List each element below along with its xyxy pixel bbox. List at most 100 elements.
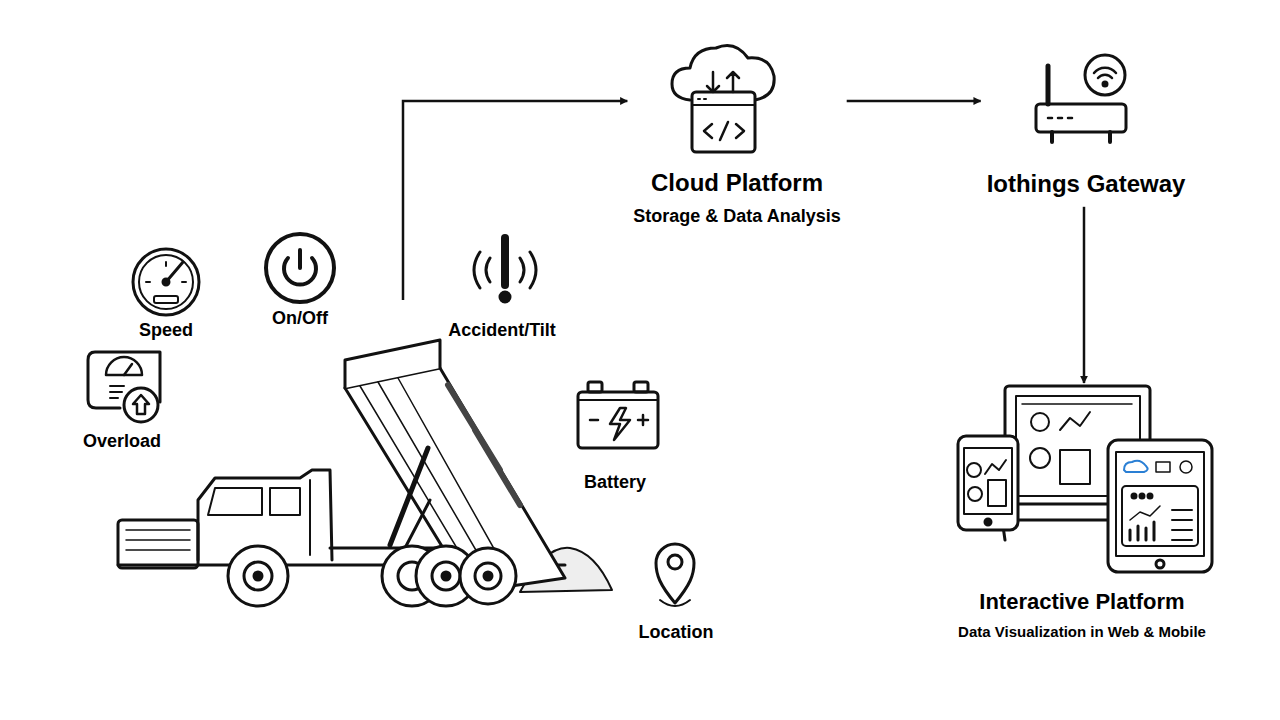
speed-icon-part [163,279,169,285]
devices-illustration-part [967,463,981,477]
dump-truck-part [244,562,272,590]
devices-illustration-part [1148,494,1152,498]
devices-illustration-part [1180,461,1192,473]
accident-icon-part [500,292,510,302]
router-icon-part [1094,68,1116,78]
cloud-icon-part [698,98,706,100]
devices-illustration-part [1132,494,1136,498]
power-icon-part [298,250,302,268]
platform-node: Interactive PlatformData Visualization i… [952,383,1212,645]
dump-truck-part [448,385,520,505]
router-icon-part [1046,66,1051,104]
location-icon-part [668,555,682,569]
devices-illustration-part [988,480,1006,506]
dump-truck-part [118,520,198,568]
node-heading: Iothings Gateway [987,170,1186,199]
dump-truck-part [254,572,262,580]
overload-icon [88,352,160,422]
power-icon [266,234,334,302]
devices-illustration-part [1140,494,1144,498]
router-icon-part [1085,55,1125,95]
sensor-label: On/Off [272,308,328,329]
cloud-icon-part [707,72,739,92]
speed-icon-part [139,255,193,309]
sensor-label: Location [639,622,714,643]
location-icon-part [656,544,694,603]
devices-illustration-part [1156,560,1164,568]
overload-icon-part [124,364,132,375]
dump-truck-part [442,572,450,580]
router-icon-part [1036,104,1126,132]
dump-truck-part [405,500,430,548]
router-icon-part [1048,117,1072,120]
sensor-label: Accident/Tilt [448,320,556,341]
node-subtitle: Storage & Data Analysis [633,206,840,228]
router-icon-part [1052,132,1110,142]
cloud-icon-part [704,122,744,140]
dump-truck-part [475,563,501,589]
devices-illustration-part [1122,486,1198,546]
battery-icon-part [590,415,648,425]
devices-illustration-part [958,436,1018,530]
overload-icon-part [106,357,142,375]
flow-arrow [403,101,627,300]
devices-illustration-part [968,487,982,501]
dump-truck-part [228,546,288,606]
platform-node: Iothings Gateway [981,58,1192,203]
devices-illustration [958,386,1212,572]
devices-illustration-part [1130,522,1154,540]
dump-truck-part [484,572,492,580]
dump-truck-part [126,530,190,550]
flow-arrow [847,100,981,103]
cloud-icon-part [692,104,755,106]
location-icon [656,544,694,606]
overload-icon-part [124,388,158,422]
devices-illustration-part [1031,413,1049,431]
node-heading: Interactive Platform [958,589,1206,615]
devices-illustration-part [1116,452,1204,556]
speed-icon-part [133,249,199,315]
dump-truck-part [208,488,300,515]
devices-illustration-part [1022,403,1132,405]
cloud-icon [672,46,774,152]
sensor-label: Overload [83,431,161,452]
overload-icon-part [133,395,149,414]
battery-icon-part [634,382,648,392]
speed-icon [133,249,199,315]
sensor-group: Speed On/OffOverload Accident/TiltBatteryL… [60,300,740,660]
speed-icon-part [146,262,186,282]
devices-illustration-part [1172,510,1192,540]
router-icon-part [1103,82,1107,86]
power-icon-part [266,234,334,302]
node-subtitle: Data Visualization in Web & Mobile [958,623,1206,641]
battery-icon-part [610,408,630,440]
router-icon [1036,55,1126,142]
speed-icon-part [154,296,178,303]
node-heading: Cloud Platform [633,169,840,198]
devices-illustration-part [1108,440,1212,572]
sensor-label: Speed [139,320,193,341]
battery-icon-part [588,382,602,392]
devices-illustration-part [1030,448,1050,468]
dump-truck-part [390,448,428,545]
accident-icon-part [501,238,509,285]
battery-icon-part [578,399,658,401]
dump-truck-part [345,340,440,388]
devices-illustration-part [1130,506,1160,520]
dump-truck-part [309,480,311,555]
flow-arrow [1083,207,1086,383]
platform-node: Cloud PlatformStorage & Data Analysis [627,55,846,231]
cloud-icon-part [692,92,755,152]
battery-icon-part [578,392,658,448]
battery-icon [578,382,658,448]
devices-illustration-part [1156,462,1170,472]
devices-illustration-part [985,460,1006,474]
dump-truck-part [432,562,460,590]
accident-icon [474,238,536,302]
sensor-label: Battery [584,472,646,493]
devices-illustration-part [1060,450,1090,484]
location-icon-part [660,600,690,606]
devices-illustration-part [1124,461,1148,472]
devices-illustration-part [985,519,991,525]
